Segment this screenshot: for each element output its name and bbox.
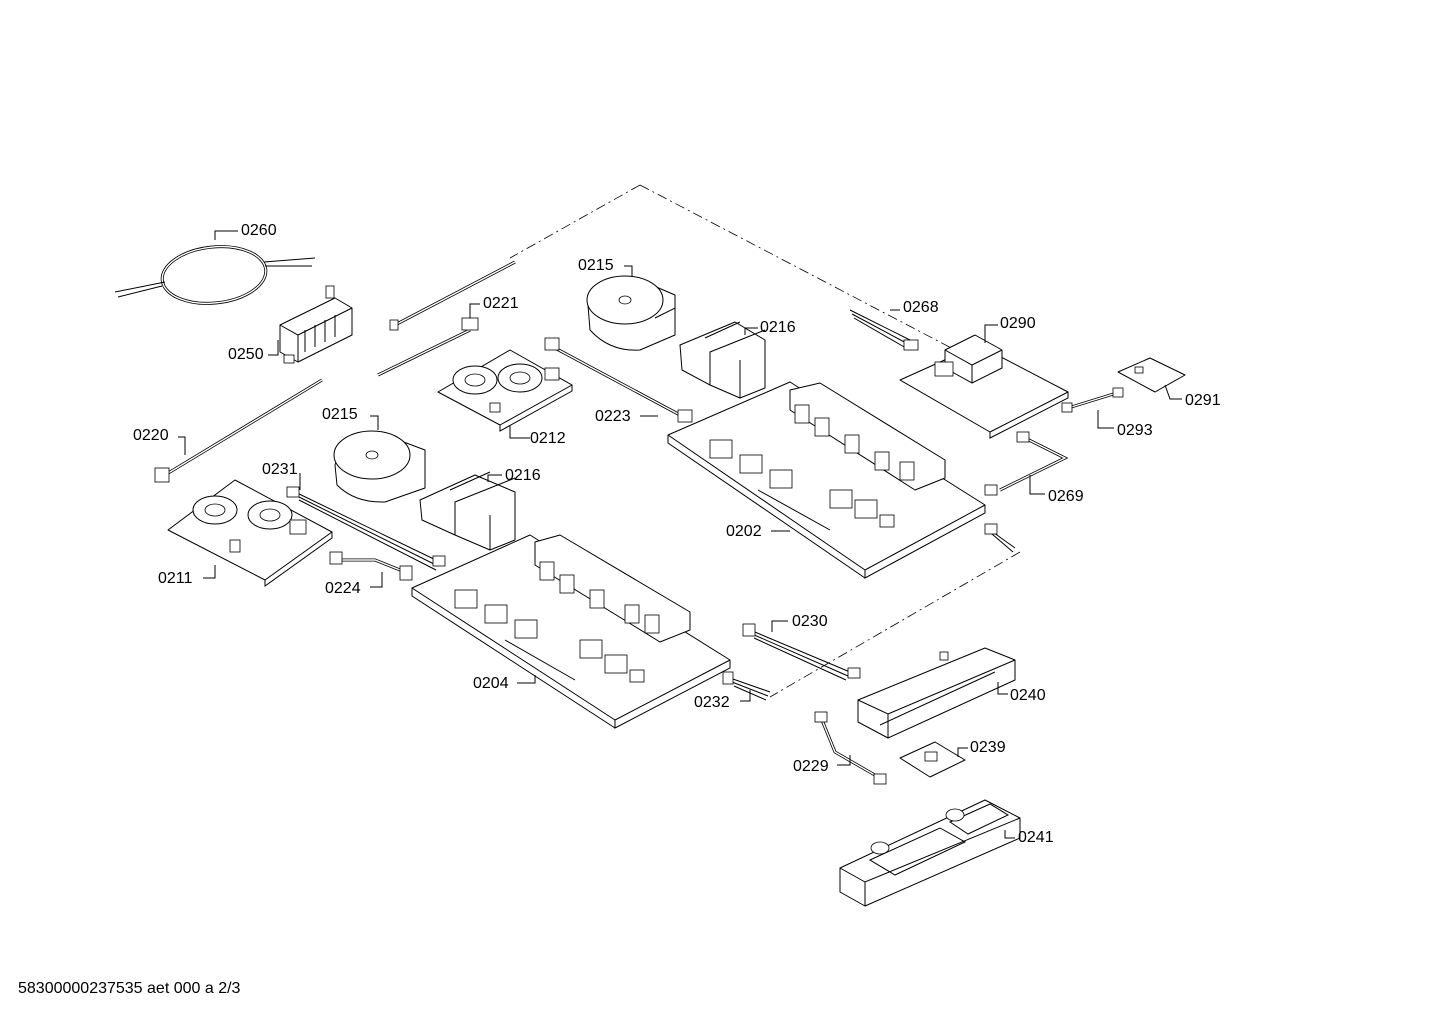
label-0215-upper: 0215 bbox=[578, 257, 614, 274]
part-0202-power-board-upper bbox=[667, 381, 986, 579]
label-0230: 0230 bbox=[792, 613, 828, 630]
label-0291: 0291 bbox=[1185, 392, 1221, 409]
label-0221: 0221 bbox=[483, 295, 519, 312]
boundary-lines bbox=[509, 184, 1021, 698]
document-footer-code: 58300000237535 aet 000 a 2/3 bbox=[18, 980, 241, 997]
label-0212: 0212 bbox=[530, 430, 566, 447]
leader-lines bbox=[178, 230, 1182, 839]
label-0290: 0290 bbox=[1000, 315, 1036, 332]
label-0216-lower: 0216 bbox=[505, 467, 541, 484]
label-0239: 0239 bbox=[970, 739, 1006, 756]
part-0232-wire bbox=[722, 671, 771, 701]
part-0221-wire-set bbox=[377, 260, 516, 377]
part-0211-filter-board bbox=[167, 479, 333, 587]
part-0229-wire bbox=[814, 711, 887, 785]
part-0216-bracket-upper bbox=[679, 321, 766, 399]
part-connector-small bbox=[984, 523, 1016, 553]
part-0215-fan-upper bbox=[586, 275, 676, 351]
label-0216-upper: 0216 bbox=[760, 319, 796, 336]
label-0204: 0204 bbox=[473, 675, 509, 692]
label-0223: 0223 bbox=[595, 408, 631, 425]
part-0212-filter-board bbox=[437, 349, 573, 432]
label-0229: 0229 bbox=[793, 758, 829, 775]
label-0240: 0240 bbox=[1010, 687, 1046, 704]
part-labels: 0260 0250 0221 0215 0216 0268 0290 0291 … bbox=[133, 222, 1221, 846]
part-0250-terminal-block bbox=[279, 285, 353, 364]
part-0231-wire bbox=[286, 486, 446, 571]
part-0230-wire bbox=[742, 623, 861, 681]
part-0204-power-board-lower bbox=[411, 534, 731, 729]
label-0260: 0260 bbox=[241, 222, 277, 239]
label-0250: 0250 bbox=[228, 346, 264, 363]
part-0223-wire bbox=[544, 337, 693, 423]
label-0232: 0232 bbox=[694, 694, 730, 711]
label-0215-lower: 0215 bbox=[322, 406, 358, 423]
label-0231: 0231 bbox=[262, 461, 298, 478]
part-0268-wire bbox=[849, 309, 919, 351]
label-0211: 0211 bbox=[158, 570, 193, 587]
label-0269: 0269 bbox=[1048, 488, 1084, 505]
label-0224: 0224 bbox=[325, 580, 361, 597]
part-0290-power-board bbox=[899, 334, 1069, 439]
label-0268: 0268 bbox=[903, 299, 939, 316]
part-0260-power-cable bbox=[114, 245, 316, 305]
part-0293-wire bbox=[1061, 387, 1124, 413]
part-0240-module-housing bbox=[857, 647, 1016, 739]
part-0216-bracket-lower bbox=[419, 471, 516, 551]
part-0215-fan-lower bbox=[333, 430, 426, 503]
part-0291-plate bbox=[1117, 357, 1186, 393]
part-0239-small-board bbox=[899, 741, 966, 778]
part-0224-wire bbox=[329, 551, 413, 581]
label-0220: 0220 bbox=[133, 427, 169, 444]
label-0293: 0293 bbox=[1117, 422, 1153, 439]
part-0241-carrier-frame bbox=[839, 799, 1021, 907]
label-0241: 0241 bbox=[1018, 829, 1054, 846]
label-0202: 0202 bbox=[726, 523, 762, 540]
part-0269-wire bbox=[984, 431, 1069, 496]
part-0220-wire bbox=[154, 378, 323, 483]
